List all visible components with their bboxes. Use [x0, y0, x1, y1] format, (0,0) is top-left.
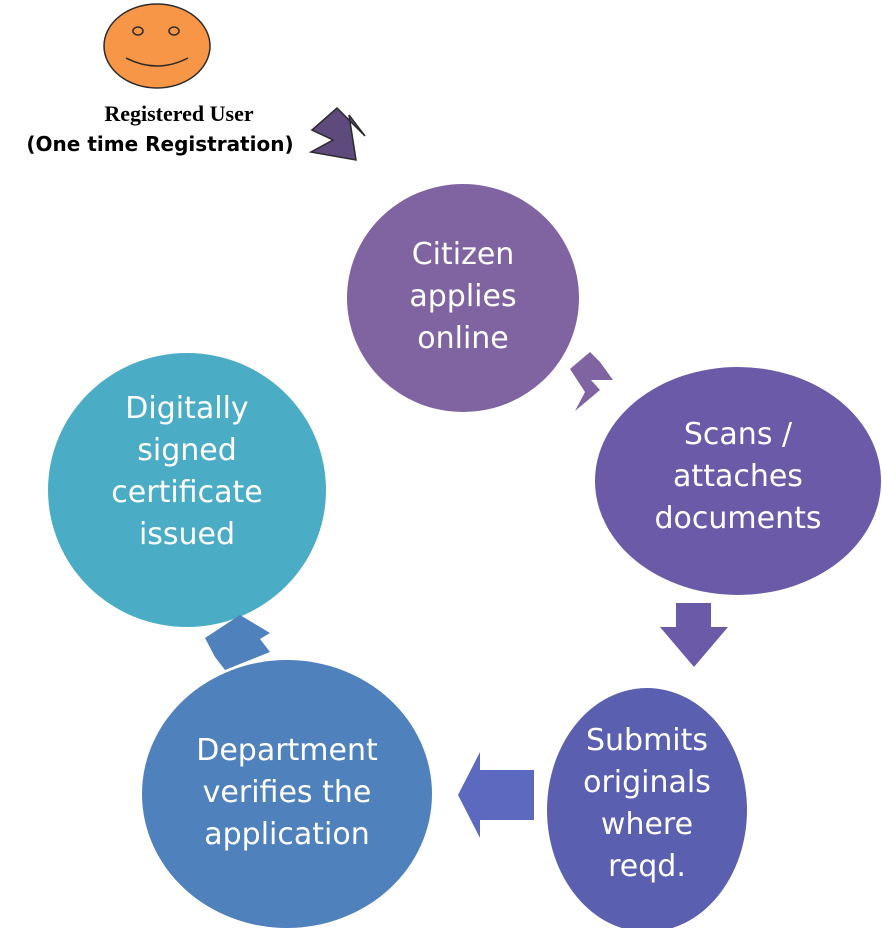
step-certificate-issued: Digitally signed certificate issued: [48, 353, 326, 627]
user-subtitle: (One time Registration): [26, 132, 293, 156]
step-scans-documents: Scans / attaches documents: [595, 367, 881, 595]
step-scans-documents-line: documents: [655, 501, 822, 536]
step-citizen-applies-line: online: [417, 321, 509, 356]
user-title: Registered User: [104, 101, 253, 126]
step-citizen-applies-line: applies: [409, 279, 516, 314]
step-certificate-issued-circle: [48, 353, 326, 627]
step-department-verifies-line: Department: [196, 733, 378, 768]
step-citizen-applies-circle: [347, 184, 579, 412]
arrow-step1-to-step2-icon: [570, 352, 613, 411]
step-department-verifies-circle: [142, 660, 432, 928]
step-citizen-applies-line: Citizen: [412, 237, 515, 272]
step-scans-documents-line: Scans /: [684, 417, 793, 452]
arrow-step2-to-step3-icon: [660, 603, 728, 667]
step-department-verifies-line: verifies the: [203, 775, 372, 810]
smiley-face-icon: [103, 3, 211, 89]
step-department-verifies-line: application: [204, 817, 369, 852]
entry-arrow-icon: [308, 106, 366, 161]
step-certificate-issued-line: certificate: [111, 475, 262, 510]
step-scans-documents-circle: [595, 367, 881, 595]
step-scans-documents-line: attaches: [673, 459, 803, 494]
step-submits-originals-line: Submits: [586, 723, 708, 758]
arrow-step3-to-step4-icon: [458, 752, 534, 838]
step-certificate-issued-line: issued: [139, 517, 235, 552]
step-citizen-applies: Citizen applies online: [347, 184, 579, 412]
arrow-step4-to-step5-icon: [205, 615, 270, 670]
step-submits-originals-line: reqd.: [608, 849, 686, 884]
step-submits-originals: Submits originals where reqd.: [547, 688, 747, 928]
step-submits-originals-line: originals: [583, 765, 711, 800]
step-submits-originals-line: where: [601, 807, 693, 842]
step-certificate-issued-line: signed: [137, 433, 237, 468]
step-submits-originals-circle: [547, 688, 747, 928]
step-certificate-issued-line: Digitally: [125, 391, 248, 426]
step-department-verifies: Department verifies the application: [142, 660, 432, 928]
